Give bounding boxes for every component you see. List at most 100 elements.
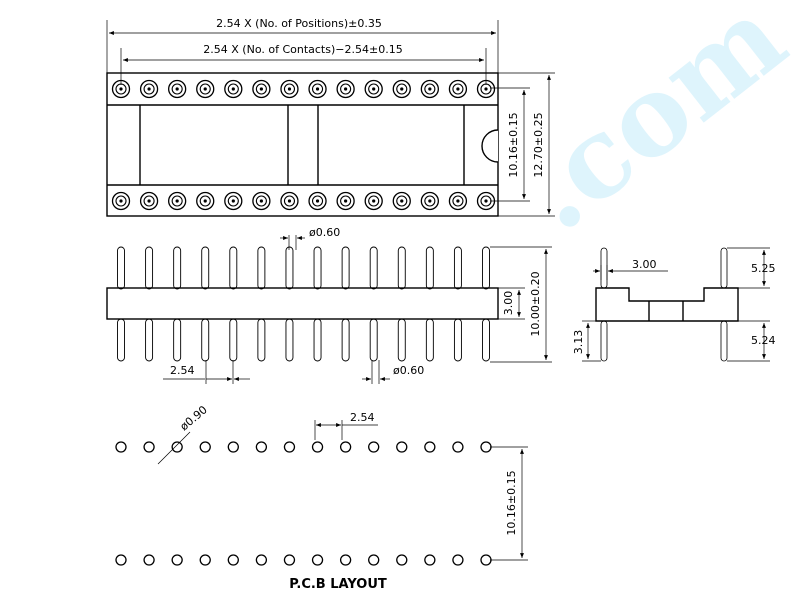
front-pin-top-7: [313, 246, 322, 290]
pcb-hole-1-11: [424, 554, 436, 566]
front-body: [106, 287, 499, 320]
top-pin-ring-1-11: [424, 195, 436, 207]
pcb-hole-0-1: [143, 441, 155, 453]
pcb-hole-0-8: [339, 441, 352, 453]
pcb-hole-0-10: [396, 441, 408, 453]
top-pin-dot-1-0: [119, 199, 123, 203]
top-pin-dot-0-0: [119, 87, 123, 91]
front-pin-bottom-0: [117, 318, 125, 362]
front-pin-bottom-2: [173, 318, 182, 362]
top-pin-dot-0-3: [203, 87, 207, 91]
front-pin-top-13: [482, 246, 490, 290]
front-pin-bottom-11: [425, 318, 434, 362]
top-pin-dot-1-10: [400, 199, 404, 203]
top-pin-ring-1-7: [311, 195, 324, 207]
pcb-hole-1-8: [339, 554, 352, 566]
front-pin-bottom-7: [313, 318, 322, 362]
pcb-hole-0-3: [199, 441, 211, 453]
pcb-hole-1-9: [368, 554, 380, 566]
dim-body-width: 12.70±0.25: [532, 112, 545, 177]
top-pin-dot-1-5: [259, 199, 263, 203]
top-pin-ring-0-5: [255, 83, 267, 95]
top-pin-dot-1-1: [147, 199, 151, 203]
front-pin-bottom-12: [453, 318, 462, 362]
notch: [481, 129, 499, 163]
pcb-layout-title: P.C.B LAYOUT: [289, 577, 387, 592]
dim-row-spacing: 10.16±0.15: [507, 112, 520, 177]
top-pin-dot-0-10: [400, 87, 404, 91]
dim-contacts: 2.54 X (No. of Contacts)−2.54±0.15: [203, 43, 402, 56]
top-pin-dot-0-11: [428, 87, 432, 91]
top-pin-ring-1-0: [115, 195, 127, 207]
front-pin-top-12: [453, 246, 462, 290]
pcb-hole-1-5: [255, 554, 268, 566]
front-pin-bottom-6: [285, 318, 294, 362]
top-pin-dot-0-6: [287, 87, 292, 91]
front-pin-top-4: [229, 246, 238, 290]
pcb-hole-0-11: [424, 441, 436, 453]
pcb-hole-0-9: [368, 441, 380, 453]
pcb-hole-0-13: [480, 441, 492, 453]
top-pin-ring-0-4: [227, 83, 239, 95]
front-pin-top-8: [341, 246, 350, 290]
top-pin-dot-0-7: [315, 87, 320, 91]
dim-overall-height: 10.00±0.20: [529, 271, 542, 336]
front-pin-top-11: [425, 246, 434, 290]
top-pin-dot-1-12: [456, 199, 460, 203]
dim-side-left: 3.13: [572, 330, 585, 355]
top-pin-dot-1-2: [175, 199, 179, 203]
top-pin-dot-0-13: [484, 87, 488, 91]
front-pin-bottom-10: [397, 318, 406, 362]
front-pin-bottom-4: [229, 318, 238, 362]
pcb-hole-0-0: [115, 441, 127, 453]
pcb-hole-1-0: [115, 554, 127, 566]
front-pin-top-2: [173, 246, 182, 290]
top-pin-dot-0-2: [175, 87, 179, 91]
front-pin-bottom-3: [201, 318, 210, 362]
pcb-hole-1-10: [396, 554, 408, 566]
top-view: 2.54 X (No. of Positions)±0.35 2.54 X (N…: [106, 17, 555, 217]
pcb-hole-0-5: [255, 441, 268, 453]
front-pin-top-6: [285, 246, 294, 290]
top-pin-ring-1-8: [340, 195, 352, 207]
pcb-hole-0-6: [283, 441, 296, 453]
front-pin-top-1: [145, 246, 154, 290]
front-pin-bottom-13: [482, 318, 490, 362]
top-pin-dot-1-11: [428, 199, 432, 203]
dim-positions: 2.54 X (No. of Positions)±0.35: [216, 17, 382, 30]
pcb-hole-1-6: [283, 554, 296, 566]
dim-body-height: 3.00: [502, 291, 515, 316]
pcb-hole-1-1: [143, 554, 155, 566]
top-pin-dot-0-1: [147, 87, 151, 91]
pcb-hole-0-7: [311, 441, 324, 453]
top-pin-dot-1-6: [287, 199, 292, 203]
pcb-hole-1-2: [171, 554, 183, 566]
side-body: [595, 287, 739, 322]
top-pin-dot-0-8: [344, 87, 348, 91]
dim-side-bottom: 5.24: [751, 334, 776, 347]
pcb-hole-0-4: [227, 441, 239, 453]
dim-side-width: 3.00: [632, 258, 657, 271]
top-pin-ring-0-9: [368, 83, 380, 95]
dim-pcb-row-spacing: 10.16±0.15: [505, 470, 518, 535]
top-pin-ring-0-11: [424, 83, 436, 95]
top-pin-dot-1-13: [484, 199, 488, 203]
front-pin-top-5: [257, 246, 266, 290]
front-pin-bottom-9: [369, 318, 378, 362]
pcb-hole-1-13: [480, 554, 492, 566]
front-view: ø0.60 3.00 10.00±0.20 2.54 ø0.60: [106, 226, 552, 384]
dim-side-top: 5.25: [751, 262, 776, 275]
front-pin-top-9: [369, 246, 378, 290]
top-pin-dot-0-4: [231, 87, 235, 91]
top-pin-ring-0-6: [283, 83, 296, 95]
top-pin-dot-1-3: [203, 199, 207, 203]
pcb-hole-0-2: [171, 441, 183, 453]
pcb-hole-1-4: [227, 554, 239, 566]
top-pin-dot-1-4: [231, 199, 235, 203]
top-pin-ring-1-6: [283, 195, 296, 207]
top-pin-ring-1-10: [396, 195, 408, 207]
top-pin-dot-1-9: [372, 199, 376, 203]
pcb-hole-1-7: [311, 554, 324, 566]
top-pin-ring-1-2: [171, 195, 183, 207]
